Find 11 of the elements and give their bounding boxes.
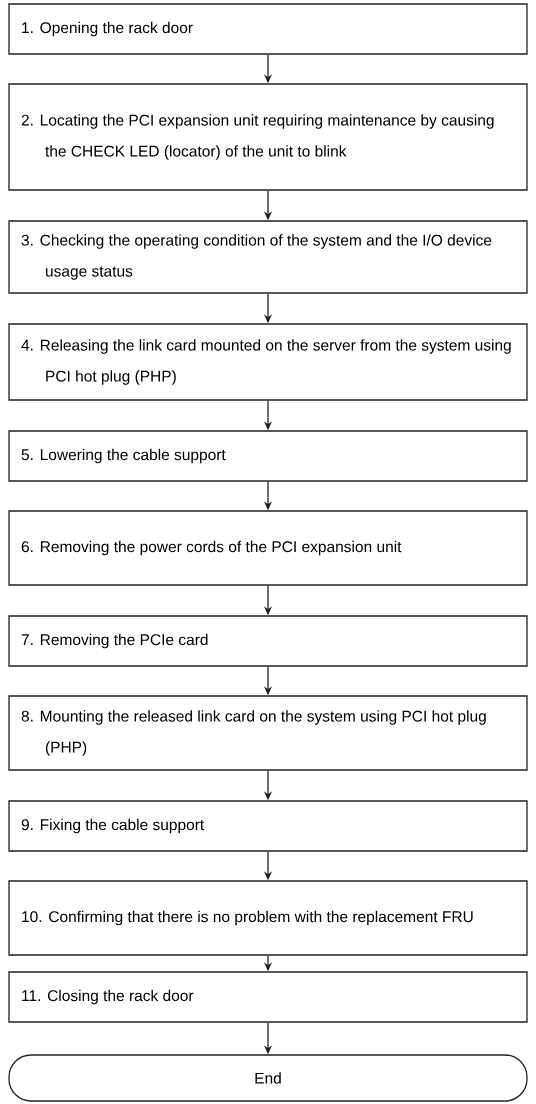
process-box: 1. Opening the rack door (8, 3, 528, 55)
process-box: 4. Releasing the link card mounted on the server from the system using PCI hot plug (PHP) (8, 323, 528, 401)
process-box: 10. Confirming that there is no problem with the replacement FRU (8, 880, 528, 956)
process-box: 11. Closing the rack door (8, 971, 528, 1023)
process-box: 7. Removing the PCIe card (8, 615, 528, 667)
process-box: 5. Lowering the cable support (8, 430, 528, 482)
process-box: 8. Mounting the released link card on the system using PCI hot plug (PHP) (8, 695, 528, 771)
process-box: 3. Checking the operating condition of the system and the I/O device usage status (8, 220, 528, 294)
process-box: 9. Fixing the cable support (8, 800, 528, 852)
process-box: 6. Removing the power cords of the PCI expansion unit (8, 510, 528, 586)
process-box: 2. Locating the PCI expansion unit requiring maintenance by causing the CHECK LED (locator) of the unit to blink (8, 83, 528, 191)
